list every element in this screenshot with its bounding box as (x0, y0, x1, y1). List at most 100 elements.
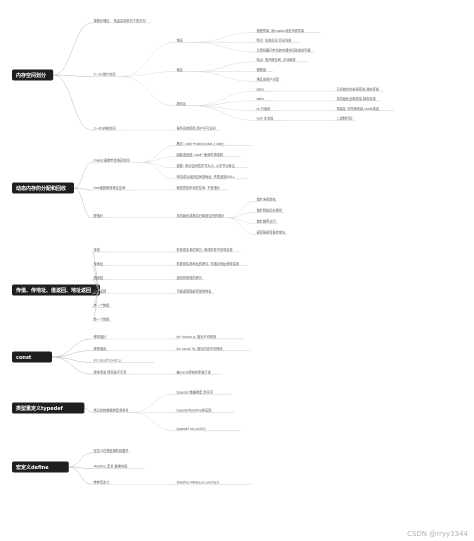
mindmap-node-label: 值返回 (94, 275, 104, 280)
connector-line (68, 466, 93, 469)
mindmap-node-label: 操作系统使用,用户不可访问 (177, 125, 216, 130)
connector-line (192, 71, 256, 82)
connector-line (53, 22, 93, 76)
mindmap-node-label: 参数: 申请空间的字节大小, 以字节为单位 (177, 163, 236, 168)
mindmap-node-label: int const*const p; (94, 359, 122, 363)
mindmap-node-label: 被const修饰的变量只读 (177, 369, 212, 374)
mindmap-node-label: typedef int uint32; (177, 427, 207, 431)
connector-line (131, 393, 176, 413)
csdn-watermark: CSDN @rryy3344 (407, 530, 468, 538)
mindmap-node-label: malloc函数申请堆区空间 (94, 157, 130, 162)
connector-line (192, 61, 256, 72)
mindmap-node-label: 特点: 需开辟空间, 手动释放 (257, 57, 297, 62)
mindmap-node-label: 二进制代码 (337, 116, 353, 121)
connector-line (51, 338, 93, 358)
mindmap-node-label: 修饰指针 (94, 334, 108, 339)
connector-line (141, 162, 176, 180)
mindmap-node-label: 已初始化的全局变量,静态变量 (337, 86, 380, 91)
mindmap-node-label: 修饰变量 使变量不可变 (94, 369, 128, 374)
connector-line (68, 466, 93, 485)
mindmap-node-label: int const *p; 指向内容不可修改 (177, 346, 224, 351)
connector-line (227, 200, 256, 218)
connector-line (121, 76, 176, 106)
root-topic-label: 类型重定义typedef (16, 405, 64, 412)
connector-line (73, 187, 93, 191)
mindmap-node-label: #define MAX(a,b) a>b?a:b (177, 480, 220, 484)
root-topic-box (12, 461, 69, 473)
mindmap-node-label: 野指针 (94, 213, 104, 218)
root-topic-label: const (16, 355, 32, 361)
mindmap-node-label: 未初始化或指向已释放空间的指针 (177, 213, 226, 218)
connector-line (131, 412, 176, 432)
connector-line (141, 145, 176, 163)
connector-line (53, 74, 93, 131)
root-topic-label: 宏定义define (16, 464, 49, 471)
connector-line (192, 32, 256, 43)
mindmap-node-label: 指针未初始化 (257, 196, 277, 201)
mindmap-node-label: 堆区由用户分配 (257, 77, 280, 82)
mindmap-node-label: 传一个数组 (94, 316, 111, 321)
connector-line (68, 452, 93, 468)
mindmap-node-label: 传地址 (94, 261, 104, 266)
root-topic-label: 动态内存的分配和回收 (16, 185, 66, 192)
connector-line (51, 356, 93, 375)
mindmap-node-label: free函数释放堆区空间 (94, 185, 126, 190)
mindmap-node-label: typedef与define的区别 (177, 408, 212, 413)
connector-line (192, 100, 256, 106)
mindmap-node-label: 指针释放后未置空 (257, 207, 283, 212)
mindmap-node-label: text 文本段 (257, 116, 275, 121)
mindmap-node-label: 地址返回 (94, 289, 107, 294)
mindmap-node-label: 不能返回局部变量的地址 (177, 289, 213, 294)
mindmap-node-label: 返回局部变量的地址 (257, 230, 286, 235)
connector-line (91, 279, 101, 291)
root-topic-label: 传值、传地址、值返回、地址返回 (15, 287, 91, 294)
mindmap-node-label: 传一个数组 (94, 302, 111, 307)
mindmap-node-label: 形参是实参的拷贝, 修改形参不影响实参 (177, 247, 234, 252)
mindmap-node-label: 给已有的数据类型重命名 (94, 408, 129, 413)
root-topic-box (12, 284, 100, 296)
mindmap-node-label: 按程存储区、 栈由高到低向下的方向 (94, 18, 146, 23)
connector-line (192, 105, 256, 111)
mindmap-node-label: 0~3G用户空间 (94, 72, 116, 77)
mindmap-node-label: data (257, 97, 264, 101)
mindmap-node-label: 计算机器已申请的存储空间形成的列表 (257, 47, 312, 52)
mindmap-node-label: int *const p; 指针不可修改 (177, 334, 217, 339)
connector-line (192, 90, 256, 106)
root-topic-box (12, 402, 85, 414)
connector-line (91, 265, 101, 291)
mindmap-node-label: 格式: void *malloc(size_t size); (177, 141, 225, 146)
connector-line (84, 407, 93, 413)
connector-line (227, 217, 256, 235)
mindmap-node-label: 带参宏定义 (94, 479, 111, 484)
connector-line (73, 161, 93, 189)
connector-line (227, 217, 256, 224)
mindmap-node-label: 宏定义在预处理阶段展开 (94, 448, 130, 453)
mindmap-node-label: ro 只读段 (257, 106, 272, 111)
mindmap-node-label: 形参是实参地址的拷贝, 可通过地址修改实参 (177, 261, 240, 266)
mindmap-node-label: #define 宏名 替换内容 (94, 464, 129, 469)
connector-line (141, 162, 176, 168)
connector-line (53, 74, 93, 77)
connector-line (91, 289, 101, 322)
connector-line (192, 42, 256, 53)
connector-line (91, 251, 101, 291)
mindmap-node-label: data (257, 87, 264, 91)
mindmap-node-label: 特点: 先进后出 后出先进 (257, 38, 293, 43)
connector-line (192, 105, 256, 121)
mindmap-node-label: 未初始化全局变量,静态变量 (337, 96, 377, 101)
mindmap-node-label: 程程量 (257, 67, 267, 72)
mindmap-node-label: 静态区 (177, 101, 187, 106)
mindmap-node-label: 堆区 (177, 67, 184, 72)
mindmap-node-label: 传值 (94, 247, 101, 252)
mindmap-node-label: 修饰指向 (94, 346, 107, 351)
connector-line (121, 42, 176, 77)
connector-line (141, 156, 176, 163)
mindmap-node-label: 返回的是值的拷贝 (177, 275, 203, 280)
connector-line (121, 71, 176, 77)
root-topic-box (12, 69, 54, 81)
mindmap-node-label: 堆区 (177, 38, 184, 43)
mindmap-node-label: 常量区 字符串常量,const常量 (337, 106, 380, 111)
connector-line (73, 187, 93, 219)
mindmap-node-label: 指针越界访问 (257, 219, 276, 224)
